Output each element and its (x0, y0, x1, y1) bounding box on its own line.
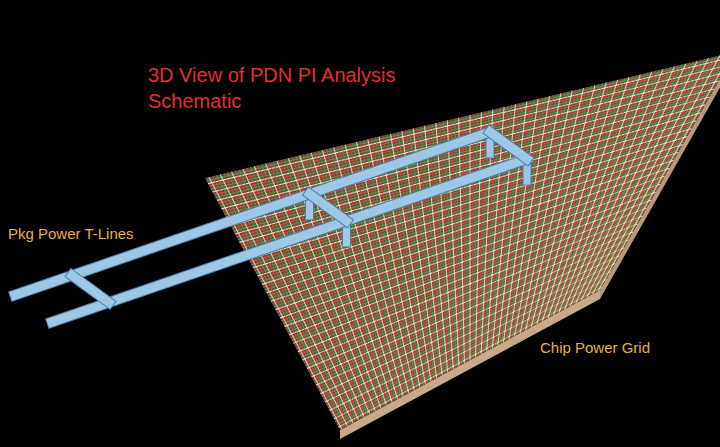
pkg-label: Pkg Power T-Lines (8, 224, 134, 244)
grid-label: Chip Power Grid (540, 338, 650, 358)
diagram-title: 3D View of PDN PI Analysis Schematic (148, 62, 428, 114)
